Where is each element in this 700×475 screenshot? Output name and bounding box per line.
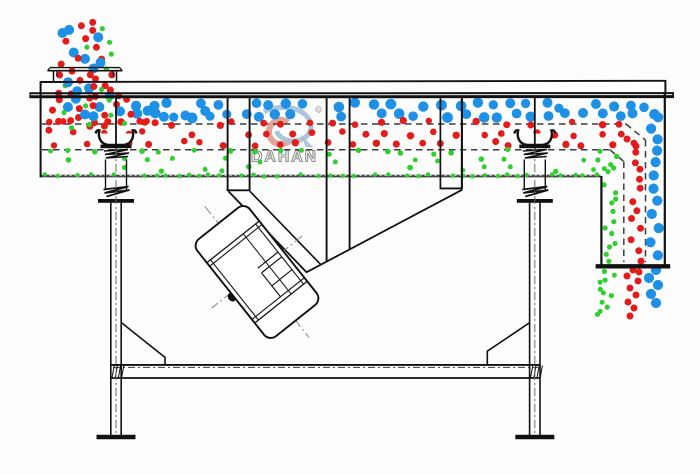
svg-text:R: R: [317, 108, 320, 113]
